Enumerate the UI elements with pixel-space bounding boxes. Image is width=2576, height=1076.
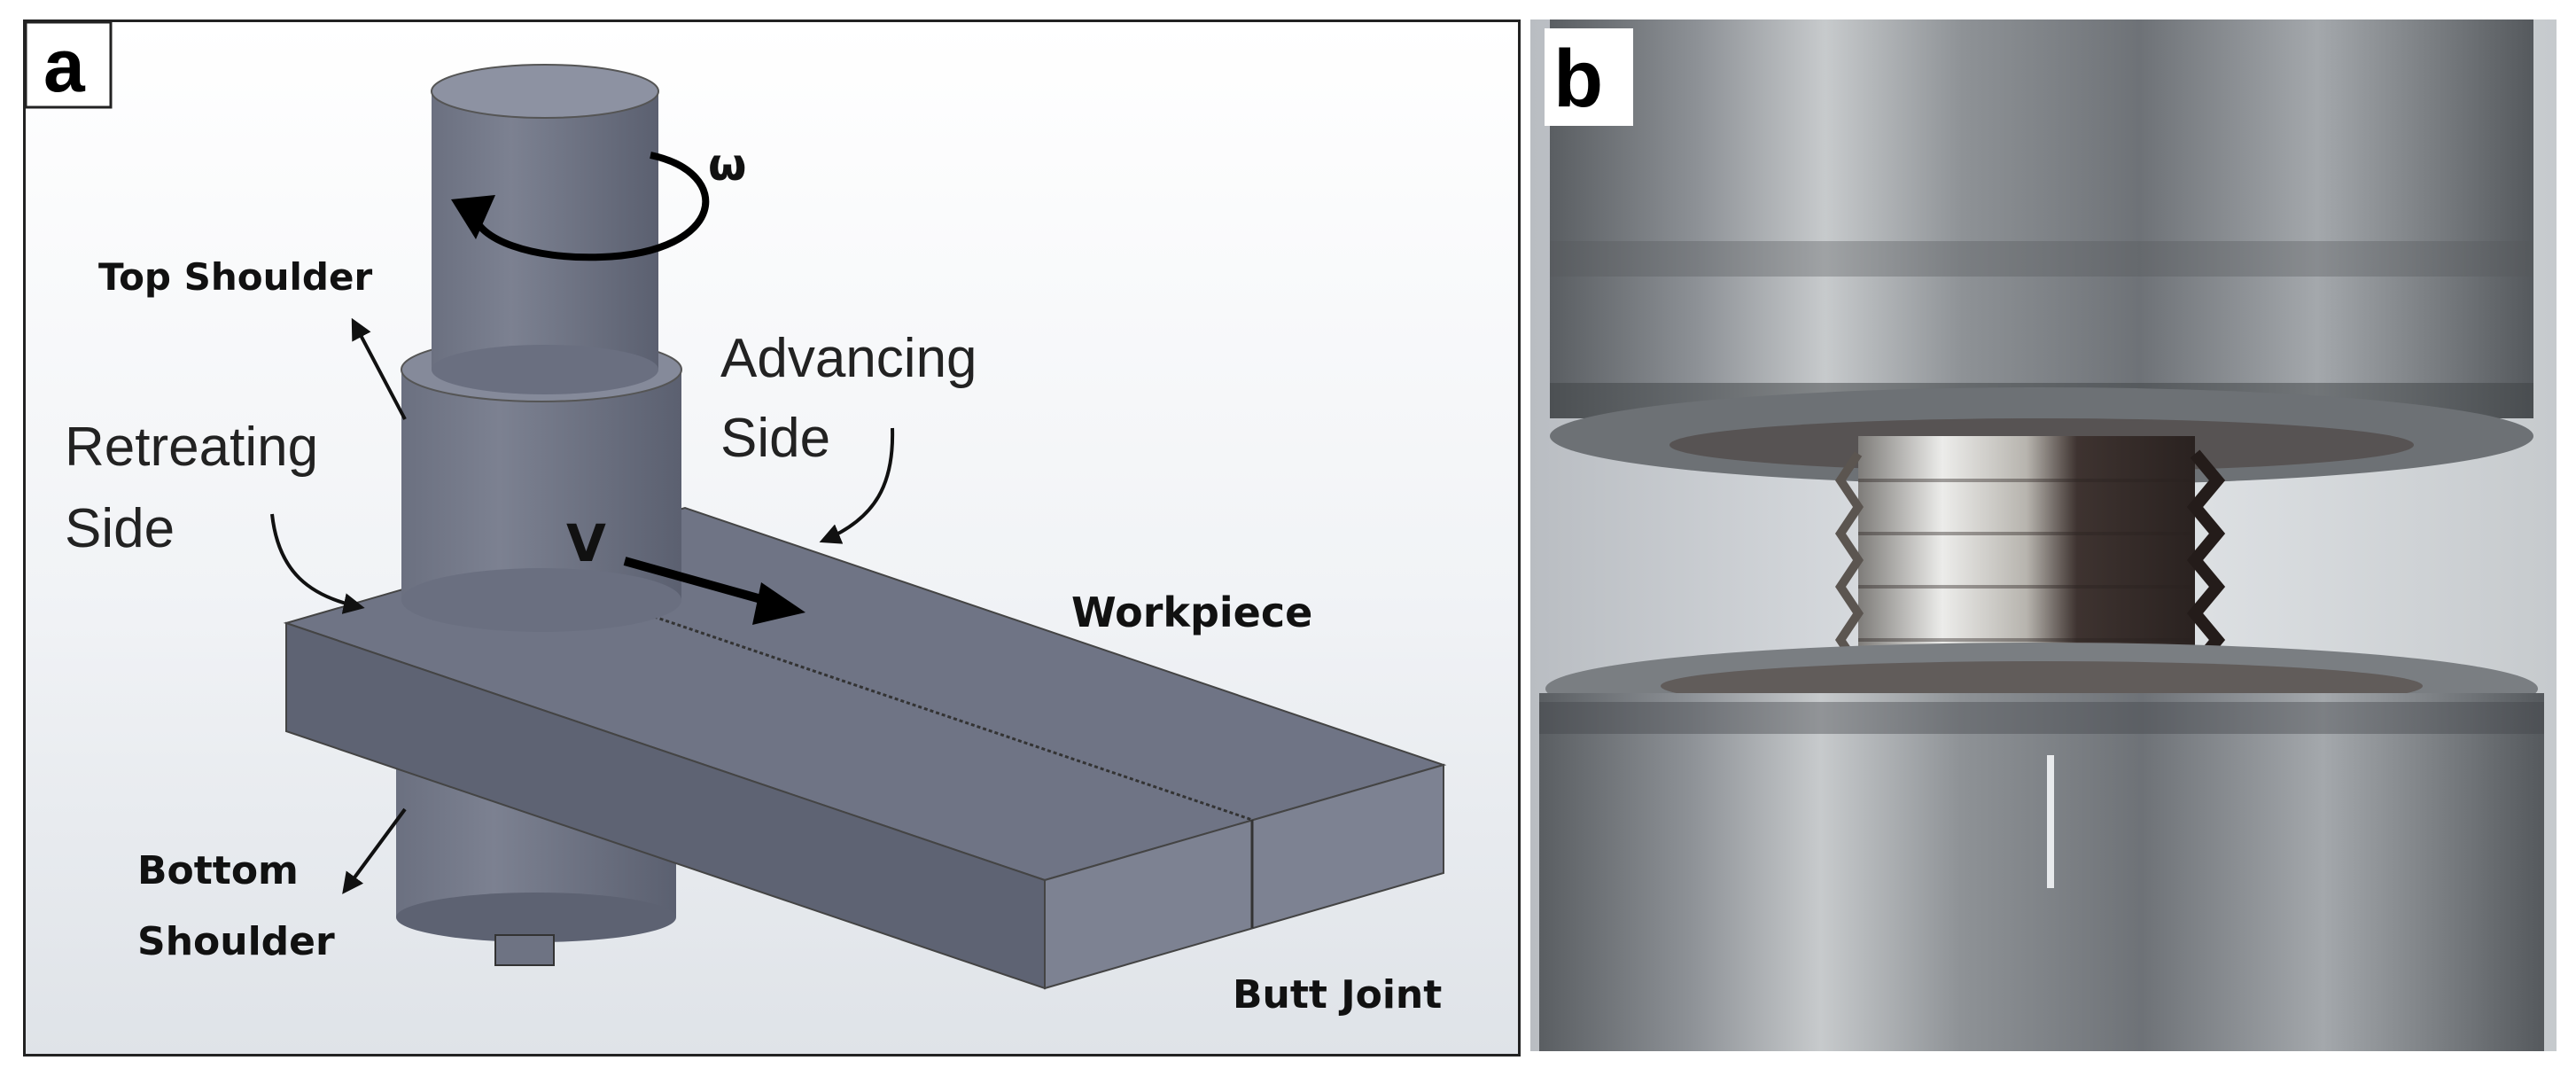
workpiece-label: Workpiece xyxy=(1071,589,1312,636)
advancing-label: Advancing xyxy=(720,328,977,389)
butt-joint-label: Butt Joint xyxy=(1233,972,1442,1018)
advancing-arrow xyxy=(819,427,895,544)
tool-shank-cylinder xyxy=(431,64,659,394)
rotation-arrow xyxy=(451,152,710,261)
upper-shoulder xyxy=(1550,19,2533,485)
retreating-side-label: Side xyxy=(65,498,175,559)
retreating-label: Retreating xyxy=(65,417,318,478)
bottom-shoulder-arrow xyxy=(342,807,407,894)
panel-a-schematic: ω V Top Shoulder Advancing Side Retreati… xyxy=(23,19,1521,1057)
retreating-arrow xyxy=(270,513,365,614)
top-shoulder-arrow xyxy=(351,317,407,420)
panel-a-letter: a xyxy=(43,24,86,107)
panel-b-letter-box: b xyxy=(1545,28,1633,126)
bottom-nut xyxy=(494,934,555,966)
panel-b-photo: b xyxy=(1530,19,2557,1051)
lower-shoulder xyxy=(1539,643,2544,1051)
velocity-label: V xyxy=(566,513,606,573)
top-shoulder-label: Top Shoulder xyxy=(98,255,372,299)
bottom-shoulder-label: Shoulder xyxy=(137,919,335,964)
tool-photo-svg: b xyxy=(1530,19,2557,1051)
bottom-label: Bottom xyxy=(137,848,299,893)
lower-shoulder-mark xyxy=(2047,755,2054,888)
panel-a-letter-box: a xyxy=(26,22,113,109)
advancing-side-label: Side xyxy=(720,408,830,469)
omega-label: ω xyxy=(708,139,746,191)
panel-b-letter: b xyxy=(1553,34,1603,124)
schematic-svg: ω V Top Shoulder Advancing Side Retreati… xyxy=(26,22,1518,1054)
velocity-arrow xyxy=(623,557,805,625)
